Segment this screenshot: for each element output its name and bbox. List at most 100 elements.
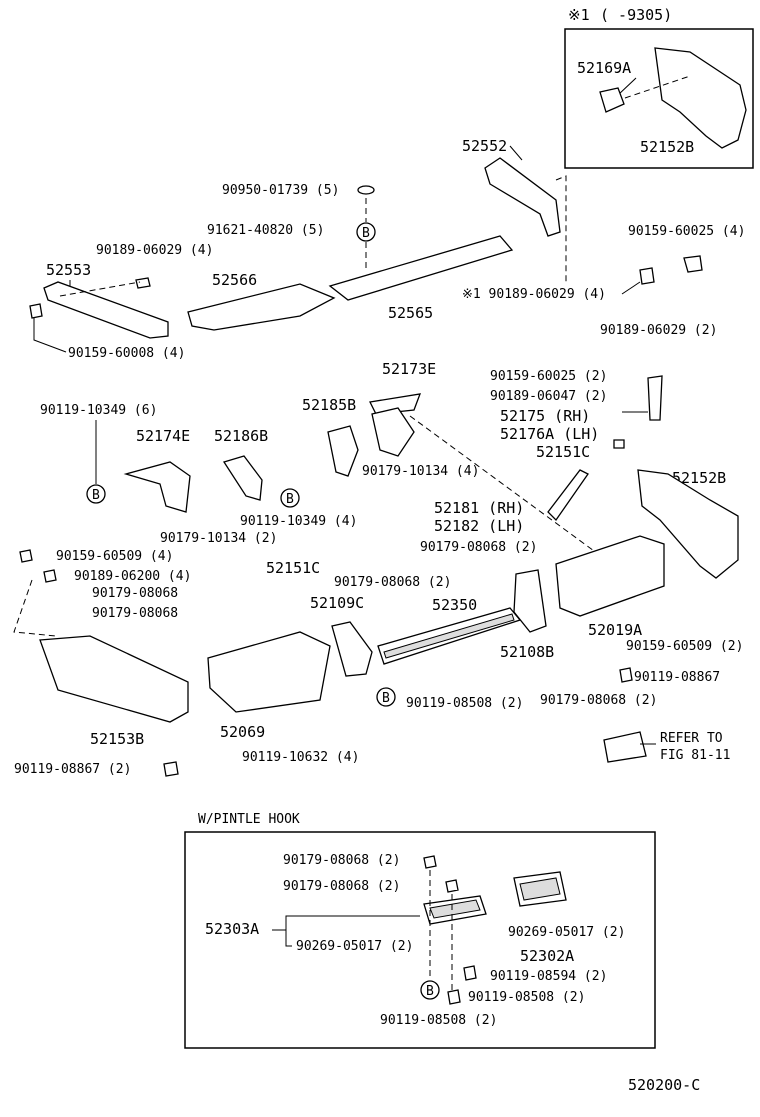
label-pintle-90269-05017-2a: 90269-05017 (2) bbox=[296, 939, 413, 954]
ref-marker-b bbox=[356, 222, 376, 242]
part-52109C bbox=[331, 621, 373, 677]
inset-header-range: ( -9305) bbox=[600, 6, 672, 24]
leader-90159-60008 bbox=[33, 318, 67, 353]
part-52303A-grip bbox=[429, 899, 481, 919]
bumper-group: 90179-08068 (2) 90159-60509 (4) 90189-06… bbox=[13, 535, 743, 777]
ref-marker-b-3 bbox=[280, 488, 300, 508]
label-52174E: 52174E bbox=[136, 427, 190, 445]
inset-detail: ※1 ( -9305) 52169A 52152B bbox=[564, 6, 754, 169]
part-90950 bbox=[357, 185, 375, 195]
label-90189-06029-4: 90189-06029 (4) bbox=[96, 243, 213, 258]
inset-dash bbox=[624, 75, 691, 99]
ref-marker-b-2 bbox=[86, 484, 106, 504]
label-pintle-90119-08594: 90119-08594 (2) bbox=[490, 969, 607, 984]
label-52186B: 52186B bbox=[214, 427, 268, 445]
label-52151C-right: 52151C bbox=[536, 443, 590, 461]
ref-marker-b-5-text: B bbox=[426, 984, 434, 999]
pintle-hook-section: W/PINTLE HOOK 90179-08068 (2) 90179-0806… bbox=[184, 812, 656, 1049]
part-pintle-nut-2 bbox=[445, 879, 459, 893]
ref-marker-b-4-text: B bbox=[382, 691, 390, 706]
dash-inset-link bbox=[555, 175, 567, 284]
label-52181: 52181 (RH) bbox=[434, 499, 524, 517]
label-52565: 52565 bbox=[388, 304, 433, 322]
bumper-left-52153B bbox=[39, 635, 189, 723]
label-52350: 52350 bbox=[432, 596, 477, 614]
part-90189-06200 bbox=[43, 569, 57, 583]
part-52553 bbox=[43, 281, 169, 339]
ref-marker-b-2-text: B bbox=[92, 488, 100, 503]
part-pintle-bolt-2 bbox=[447, 989, 461, 1005]
part-52566 bbox=[187, 283, 336, 331]
label-52108B: 52108B bbox=[500, 643, 554, 661]
label-52182: 52182 (LH) bbox=[434, 517, 524, 535]
label-52169A: 52169A bbox=[577, 59, 631, 77]
label-52175: 52175 (RH) bbox=[500, 407, 590, 425]
dash-bumper-left bbox=[13, 579, 57, 637]
part-90159-60025 bbox=[683, 255, 703, 273]
label-90119-10632: 90119-10632 (4) bbox=[242, 750, 359, 765]
label-52153B: 52153B bbox=[90, 730, 144, 748]
inset-box bbox=[564, 28, 754, 169]
label-90179-08068-2a: 90179-08068 (2) bbox=[420, 540, 537, 555]
bumper-end-52152B bbox=[637, 469, 739, 579]
label-52552: 52552 bbox=[462, 137, 507, 155]
label-52173E: 52173E bbox=[382, 360, 436, 378]
label-52109C: 52109C bbox=[310, 594, 364, 612]
upper-reinforcement-group: 52552 90950-01739 (5) 91621-40820 (5) B … bbox=[29, 137, 745, 361]
label-52553: 52553 bbox=[46, 261, 91, 279]
part-90159-60509 bbox=[19, 549, 33, 563]
bumper-center-52069 bbox=[207, 631, 331, 713]
label-52152B-right: 52152B bbox=[672, 469, 726, 487]
part-52185B bbox=[327, 425, 359, 477]
part-90119-08867 bbox=[163, 761, 179, 777]
part-52181-stay bbox=[547, 469, 589, 522]
part-52108B bbox=[513, 569, 547, 633]
dash-52553 bbox=[59, 281, 141, 297]
label-52185B: 52185B bbox=[302, 396, 356, 414]
label-pintle-90269-05017-2b: 90269-05017 (2) bbox=[508, 925, 625, 940]
part-52565 bbox=[328, 235, 514, 301]
label-90159-60025-2: 90159-60025 (2) bbox=[490, 369, 607, 384]
part-52151C-right bbox=[613, 439, 625, 449]
label-52302A: 52302A bbox=[520, 947, 574, 965]
pintle-title: W/PINTLE HOOK bbox=[198, 812, 300, 827]
label-90179-08068-2b: 90179-08068 (2) bbox=[334, 575, 451, 590]
part-90159-60008 bbox=[29, 303, 43, 319]
part-52552 bbox=[484, 157, 561, 237]
ref-marker-b-text: B bbox=[362, 226, 370, 241]
label-90179-10134-2: 90179-10134 (2) bbox=[160, 531, 277, 546]
label-90189-06200: 90189-06200 (4) bbox=[74, 569, 191, 584]
part-90119-08867-r bbox=[619, 667, 633, 683]
label-90179-08068-2c: 90179-08068 (2) bbox=[540, 693, 657, 708]
leader-x1-90189 bbox=[621, 281, 641, 295]
label-pintle-90119-08508-2a: 90119-08508 (2) bbox=[468, 990, 585, 1005]
label-52019A: 52019A bbox=[588, 621, 642, 639]
label-90119-08508-2a: 90119-08508 (2) bbox=[406, 696, 523, 711]
inset-header-symbol: ※1 bbox=[568, 6, 590, 24]
label-90179-08068-b: 90179-08068 bbox=[92, 606, 178, 621]
leader-52552 bbox=[509, 145, 523, 161]
part-90189-bolt bbox=[135, 277, 151, 289]
label-91621: 91621-40820 (5) bbox=[207, 223, 324, 238]
part-52174E bbox=[123, 461, 191, 513]
ref-marker-b-4 bbox=[376, 687, 396, 707]
label-90159-60509-2: 90159-60509 (2) bbox=[626, 639, 743, 654]
leader-52303A bbox=[272, 915, 420, 947]
label-52176A: 52176A (LH) bbox=[500, 425, 599, 443]
pintle-dash bbox=[429, 870, 453, 990]
label-90950: 90950-01739 (5) bbox=[222, 183, 339, 198]
part-52173E bbox=[369, 393, 422, 415]
part-x1-90189 bbox=[639, 267, 655, 285]
label-x1-90189: ※1 90189-06029 (4) bbox=[462, 287, 606, 302]
label-90119-10349-6: 90119-10349 (6) bbox=[40, 403, 157, 418]
bumper-end-52152B-inset bbox=[654, 47, 747, 149]
label-90179-08068-a: 90179-08068 bbox=[92, 586, 178, 601]
part-pintle-bolt-1 bbox=[463, 965, 477, 981]
part-pintle-nut-1 bbox=[423, 855, 437, 869]
label-90159-60008: 90159-60008 (4) bbox=[68, 346, 185, 361]
part-refer-pad bbox=[603, 731, 647, 763]
dash-bracket-line bbox=[409, 415, 621, 571]
pintle-box bbox=[184, 831, 656, 1049]
brackets-group: 90189-06029 (2) 90159-60025 (2) 90189-06… bbox=[40, 323, 739, 579]
